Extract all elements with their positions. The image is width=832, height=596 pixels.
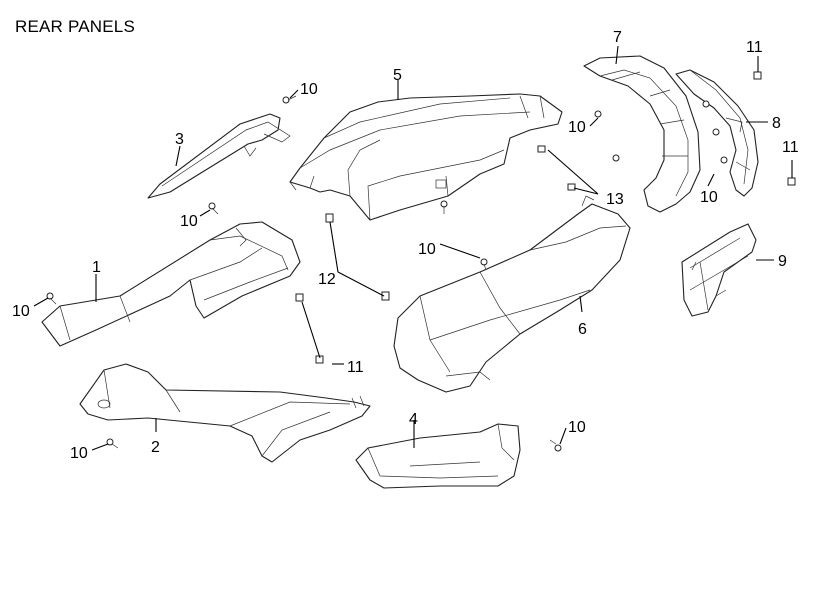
callout-12: 12: [318, 271, 336, 288]
screw-10-left: [46, 292, 57, 305]
part-9-panel: [681, 223, 757, 317]
screw-10-mid: [480, 258, 488, 271]
clip-11-left: [295, 293, 324, 364]
page-title: REAR PANELS: [15, 17, 135, 36]
callout-10-part1: 10: [180, 213, 198, 230]
callout-10-lower: 10: [70, 445, 88, 462]
screw-10-part5: [282, 95, 297, 104]
part-4-panel: [355, 423, 521, 489]
callout-9: 9: [778, 253, 787, 270]
clip-12: [325, 213, 390, 301]
screw-10-lower: [106, 438, 119, 449]
callout-2: 2: [151, 439, 160, 456]
part-8-panel: [675, 69, 759, 197]
part-2-panel: [79, 363, 371, 463]
callout-13: 13: [606, 191, 624, 208]
screw-10-fender: [594, 110, 620, 162]
callout-4: 4: [409, 411, 418, 428]
part-1-panel: [41, 221, 301, 347]
callout-8: 8: [772, 115, 781, 132]
clip-13: [537, 145, 576, 191]
callouts: 1 2 3 4 5 6 7 8 9 10 10 10 10 10 10 10 1…: [12, 29, 799, 462]
callout-10-part5: 10: [300, 81, 318, 98]
callout-5: 5: [393, 67, 402, 84]
screw-10-part4: [549, 439, 562, 452]
part-7-panel: [583, 55, 701, 213]
callout-11-left: 11: [347, 359, 364, 376]
callout-10-part4: 10: [568, 419, 586, 436]
part-5-panel: [289, 93, 563, 221]
callout-10-bracket: 10: [700, 189, 718, 206]
callout-7: 7: [613, 29, 622, 46]
callout-3: 3: [175, 131, 184, 148]
callout-1: 1: [92, 259, 101, 276]
screw-10-part1: [208, 202, 219, 215]
callout-10-fender: 10: [568, 119, 586, 136]
callout-11-right: 11: [782, 139, 799, 156]
callout-6: 6: [578, 321, 587, 338]
screw-10-bracket: [702, 100, 728, 164]
callout-10-left: 10: [12, 303, 30, 320]
screw-10-center: [440, 200, 448, 214]
leader-lines: [33, 45, 793, 451]
part-3-panel: [147, 113, 291, 199]
callout-10-mid: 10: [418, 241, 436, 258]
callout-11-top: 11: [746, 39, 763, 56]
part-6-panel: [393, 195, 631, 393]
